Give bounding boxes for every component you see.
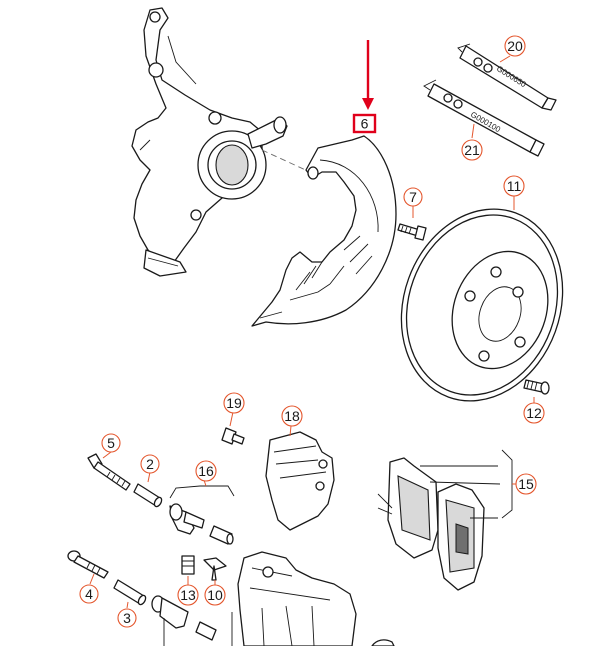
svg-text:13: 13 [180,587,196,603]
steering-knuckle [131,7,288,277]
guide-pin-lower [151,595,233,646]
svg-text:18: 18 [284,408,300,424]
svg-text:16: 16 [198,463,214,479]
brake-cover [265,425,335,531]
bolt-4 [67,550,109,585]
highlight-label: 6 [361,116,369,132]
brake-disc [400,195,564,402]
callout-11: 11 [503,175,525,197]
guide-pin-set-16 [169,479,235,545]
screw-12 [523,379,550,404]
callout-13: 13 [177,584,199,606]
callout-4: 4 [79,584,99,604]
callout-15: 15 [515,473,537,495]
callout-10: 10 [204,584,226,606]
svg-text:15: 15 [518,476,534,492]
bleeder-valve-13 [181,555,195,586]
cap-10 [203,557,227,586]
guide-sleeve-3 [113,579,147,609]
callout-3: 3 [117,608,137,628]
callout-7: 7 [403,187,423,207]
callout-2: 2 [140,454,160,474]
bolt-19 [221,411,245,445]
svg-text:11: 11 [507,178,522,194]
callout-5: 5 [101,433,121,453]
svg-text:19: 19 [226,395,242,411]
svg-text:2: 2 [146,456,154,472]
grease-tube-lower: G000100 [423,79,545,157]
svg-text:12: 12 [526,405,542,421]
svg-text:10: 10 [207,587,223,603]
highlight-marker: 6 [352,40,377,134]
highlight-box [352,113,377,134]
svg-text:20: 20 [507,38,523,54]
svg-text:5: 5 [107,435,115,451]
bolt-7 [397,206,427,241]
svg-text:21: 21 [464,142,480,158]
callout-21: 21 [461,139,483,161]
bolt-5 [87,451,131,491]
brake-caliper [237,551,395,646]
callout-16: 16 [195,460,217,482]
grease-tube-upper: G000650 [457,43,557,111]
axis-line-knuckle [261,149,311,173]
svg-text:7: 7 [409,189,417,205]
splash-shield [251,135,397,327]
callout-19: 19 [223,392,245,414]
callout-18: 18 [281,405,303,427]
callout-12: 12 [523,402,545,424]
guide-sleeve-2 [133,471,163,508]
brake-pads [377,449,516,591]
svg-text:4: 4 [85,586,93,602]
svg-text:3: 3 [123,610,131,626]
callout-20: 20 [504,35,526,57]
